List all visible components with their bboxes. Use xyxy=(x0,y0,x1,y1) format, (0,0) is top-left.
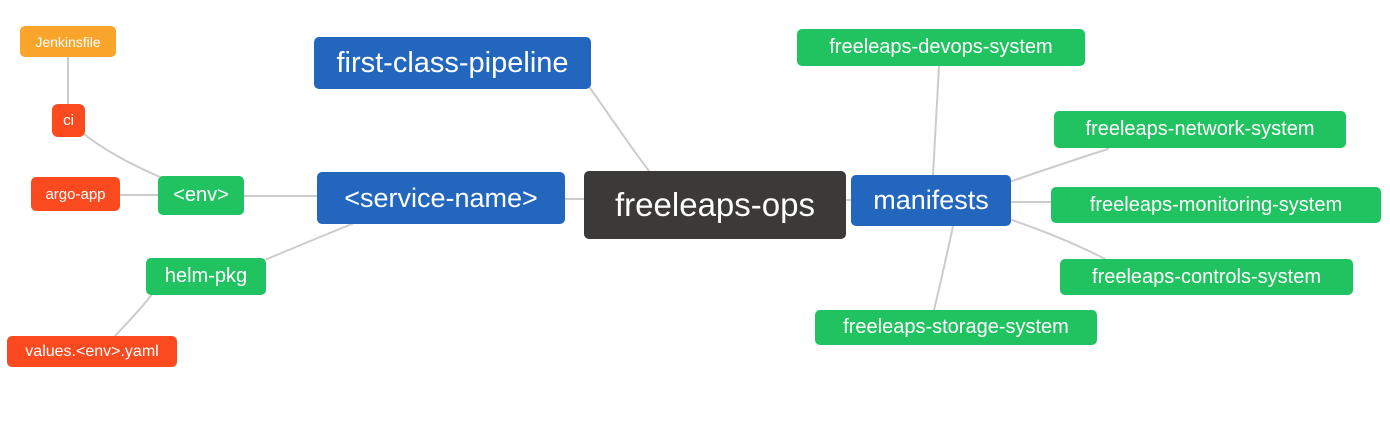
node-first-class-pipeline[interactable]: first-class-pipeline xyxy=(314,37,591,89)
node-argo-app[interactable]: argo-app xyxy=(31,177,120,211)
node-network-system[interactable]: freeleaps-network-system xyxy=(1054,111,1346,148)
edge-first-class-pipeline-root xyxy=(589,87,650,172)
node-monitoring-system[interactable]: freeleaps-monitoring-system xyxy=(1051,187,1381,223)
node-values-env-yaml[interactable]: values.<env>.yaml xyxy=(7,336,177,367)
node-controls-system[interactable]: freeleaps-controls-system xyxy=(1060,259,1353,295)
edge-service-name-helm-pkg xyxy=(266,223,353,260)
edge-ci-env xyxy=(83,133,161,178)
node-devops-system[interactable]: freeleaps-devops-system xyxy=(797,29,1085,66)
node-manifests[interactable]: manifests xyxy=(851,175,1011,226)
edge-manifests-network xyxy=(1011,148,1109,182)
node-freeleaps-ops-root[interactable]: freeleaps-ops xyxy=(584,171,846,239)
edge-manifests-storage xyxy=(933,225,954,311)
node-storage-system[interactable]: freeleaps-storage-system xyxy=(815,310,1097,345)
node-service-name[interactable]: <service-name> xyxy=(317,172,565,224)
node-ci[interactable]: ci xyxy=(52,104,85,137)
edge-manifests-controls xyxy=(1011,219,1106,260)
node-env[interactable]: <env> xyxy=(158,176,244,215)
node-jenkinsfile[interactable]: Jenkinsfile xyxy=(20,26,116,57)
edge-manifests-devops xyxy=(932,66,940,176)
node-helm-pkg[interactable]: helm-pkg xyxy=(146,258,266,295)
edge-helm-pkg-values xyxy=(114,293,153,337)
